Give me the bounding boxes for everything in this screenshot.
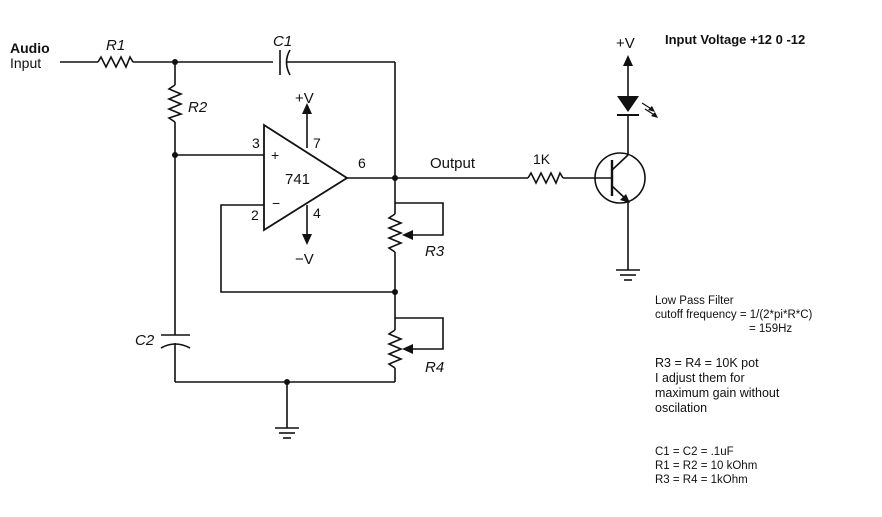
pot-r4-wiper xyxy=(395,317,444,350)
r-base-label: 1K xyxy=(533,151,551,167)
opamp-label: 741 xyxy=(285,171,310,188)
pot-r4 xyxy=(386,329,404,369)
vminus-opamp-arrow xyxy=(302,234,312,245)
capacitor-c1 xyxy=(279,49,291,76)
ground-symbol-transistor xyxy=(616,269,640,281)
opamp-minus-sign: − xyxy=(272,195,280,211)
pin2-label: 2 xyxy=(251,207,259,223)
pot-note-line-4: oscilation xyxy=(655,401,708,415)
pin4-label: 4 xyxy=(313,205,321,221)
pin7-label: 7 xyxy=(313,135,321,151)
values-line-3: R3 = R4 = 1kOhm xyxy=(655,473,748,486)
c1-label: C1 xyxy=(273,33,292,50)
r2-label: R2 xyxy=(188,99,208,116)
filter-note: Low Pass Filter cutoff frequency = 1/(2*… xyxy=(655,295,812,336)
vplus-led-label: +V xyxy=(616,35,635,52)
pot-note-line-1: R3 = R4 = 10K pot xyxy=(655,356,759,370)
audio-input-label-1: Audio xyxy=(10,40,50,56)
transistor-body xyxy=(594,152,646,204)
output-label: Output xyxy=(430,155,476,172)
transistor-collector xyxy=(611,154,629,171)
resistor-1k xyxy=(527,171,564,185)
resistor-r1 xyxy=(97,55,134,69)
audio-input-label-2: Input xyxy=(10,55,41,71)
pot-note-line-2: I adjust them for xyxy=(655,371,745,385)
pin6-label: 6 xyxy=(358,155,366,171)
pot-r3 xyxy=(386,213,404,253)
filter-result: = 159Hz xyxy=(749,322,793,335)
filter-formula: cutoff frequency = 1/(2*pi*R*C) xyxy=(655,308,813,321)
opamp-plus-sign: + xyxy=(271,147,279,163)
input-voltage-label: Input Voltage +12 0 -12 xyxy=(665,32,805,47)
r3-label: R3 xyxy=(425,243,445,260)
pot-r3-arrow xyxy=(402,230,413,240)
pot-r3-wiper xyxy=(395,202,444,236)
ground-symbol-main xyxy=(275,427,299,439)
opamp-741 xyxy=(263,123,349,232)
pot-r4-arrow xyxy=(402,344,413,354)
vminus-opamp-label: −V xyxy=(295,251,314,268)
led-icon xyxy=(617,96,639,112)
c2-label: C2 xyxy=(135,332,155,349)
r1-label: R1 xyxy=(106,37,125,54)
vplus-opamp-arrow xyxy=(302,103,312,114)
vplus-opamp-label: +V xyxy=(295,90,314,107)
transistor-emitter-arrow xyxy=(620,194,630,203)
vplus-led-arrow xyxy=(623,55,633,66)
pin2-feedback-wire xyxy=(220,204,395,293)
pin3-label: 3 xyxy=(252,135,260,151)
r4-label: R4 xyxy=(425,359,444,376)
values-line-2: R1 = R2 = 10 kOhm xyxy=(655,459,758,472)
values-line-1: C1 = C2 = .1uF xyxy=(655,446,734,458)
pot-note-line-3: maximum gain without xyxy=(655,386,780,400)
pot-note: R3 = R4 = 10K pot I adjust them for maxi… xyxy=(655,356,779,416)
filter-title: Low Pass Filter xyxy=(655,295,734,307)
resistor-r2 xyxy=(166,84,184,123)
led-light-rays-icon xyxy=(641,102,658,118)
values-note: C1 = C2 = .1uF R1 = R2 = 10 kOhm R3 = R4… xyxy=(655,446,757,487)
